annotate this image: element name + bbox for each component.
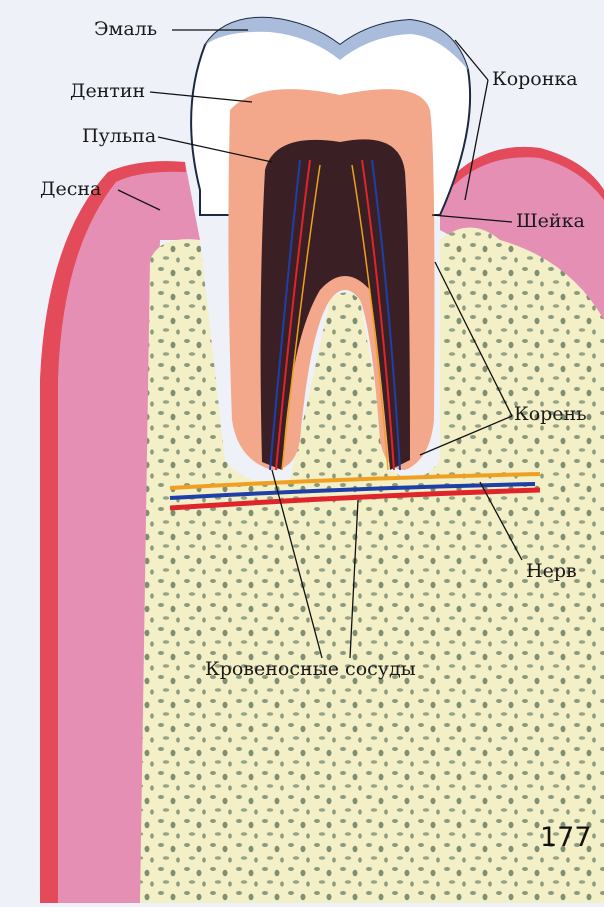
dentin-label: Дентин [70, 82, 145, 101]
gum-label: Десна [40, 180, 101, 199]
crown-label: Коронка [492, 70, 578, 89]
vessels-label: Кровеносные сосуды [205, 660, 416, 679]
pulp-label: Пульпа [82, 127, 156, 146]
page-number: 177 [540, 822, 592, 853]
enamel-label: Эмаль [94, 20, 157, 39]
root-label: Корень [514, 405, 587, 424]
neck-label: Шейка [516, 212, 585, 231]
nerve-label: Нерв [526, 562, 577, 581]
